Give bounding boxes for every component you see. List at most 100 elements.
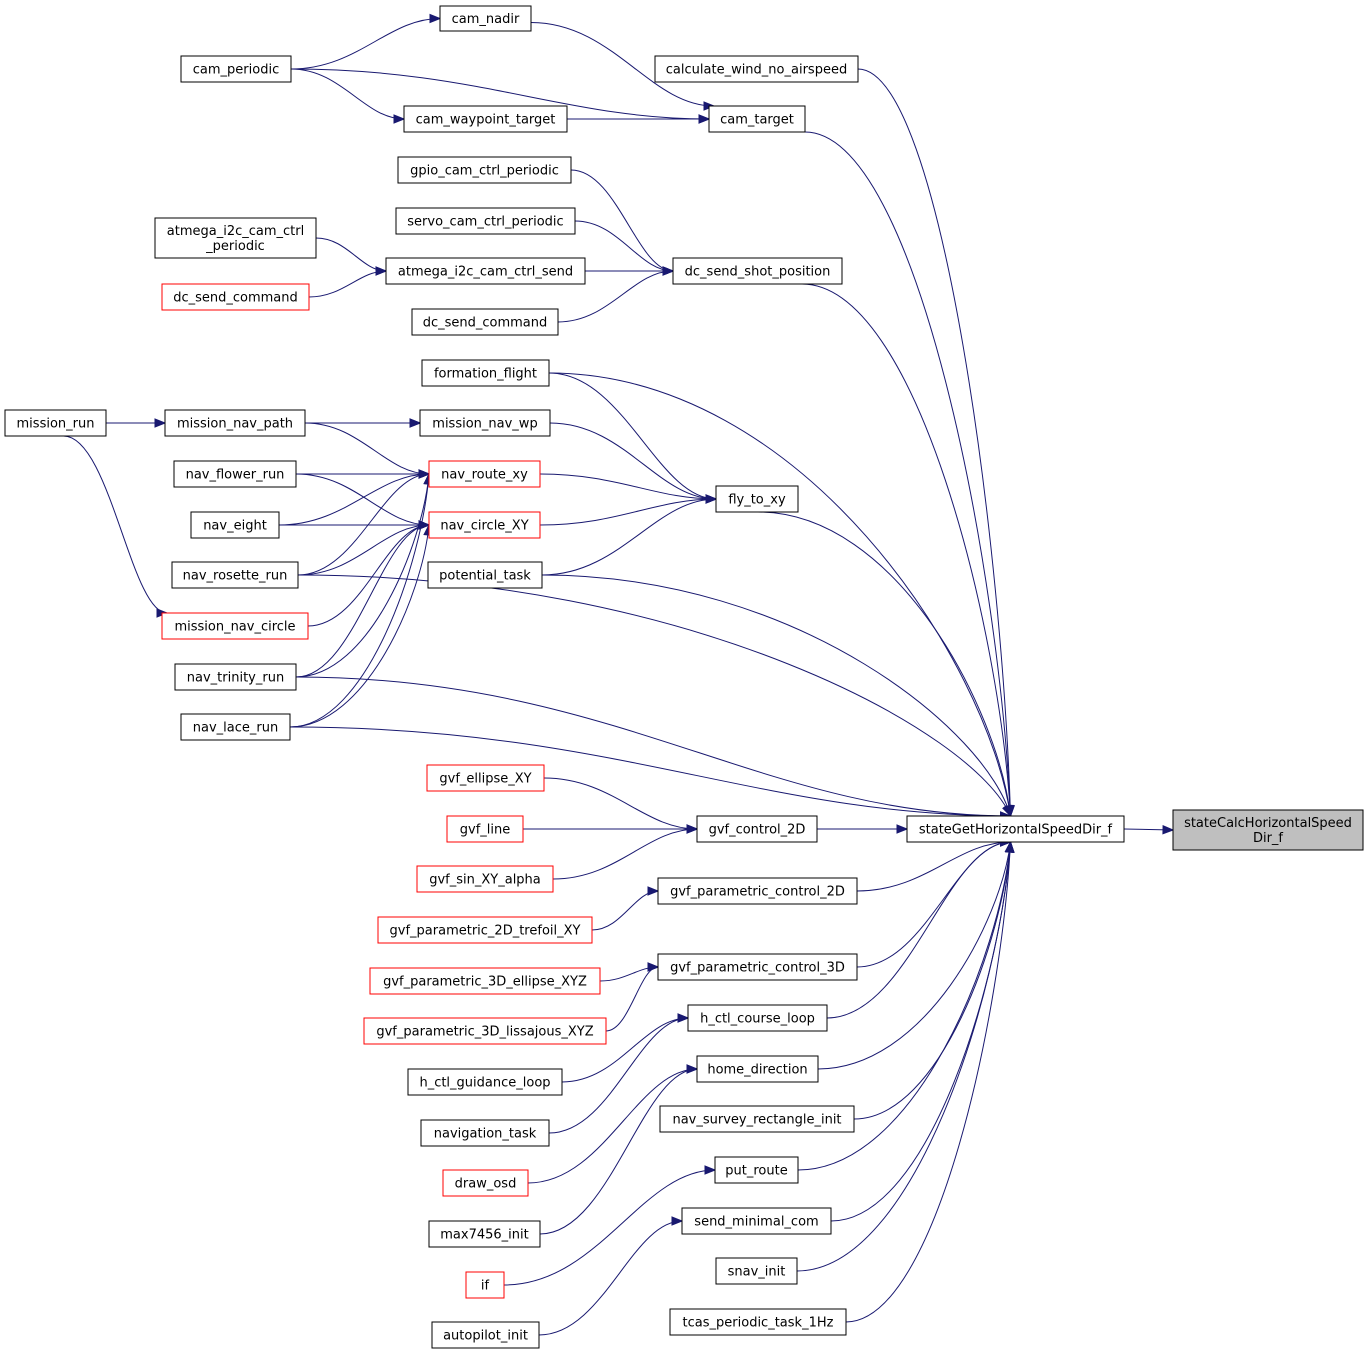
edge-line xyxy=(804,131,1011,817)
node-box xyxy=(669,1308,847,1336)
edge-eight-to-circle_xy xyxy=(279,520,431,530)
edge-line xyxy=(591,890,659,931)
node-gell[interactable]: gvf_ellipse_XY xyxy=(426,764,545,792)
node-box xyxy=(190,511,280,539)
node-potential[interactable]: potential_task xyxy=(427,561,543,589)
edge-arrowhead xyxy=(704,1165,717,1175)
node-circle-xy[interactable]: nav_circle_XY xyxy=(428,511,541,539)
node-label: servo_cam_ctrl_periodic xyxy=(407,215,563,230)
node-gsin[interactable]: gvf_sin_XY_alpha xyxy=(416,865,554,893)
edge-dc_cmd-to-dc_shot xyxy=(557,266,675,323)
node-label: gvf_parametric_2D_trefoil_XY xyxy=(390,924,581,939)
node-atm-send[interactable]: atmega_i2c_cam_ctrl_send xyxy=(385,257,586,285)
node-gpio[interactable]: gpio_cam_ctrl_periodic xyxy=(397,156,572,184)
node-servo[interactable]: servo_cam_ctrl_periodic xyxy=(395,207,576,235)
node-osd[interactable]: draw_osd xyxy=(442,1169,529,1197)
node-survey[interactable]: nav_survey_rectangle_init xyxy=(659,1105,855,1133)
node-box xyxy=(428,511,541,539)
node-cam-nadir[interactable]: cam_nadir xyxy=(439,5,532,32)
node-mission-run[interactable]: mission_run xyxy=(4,409,107,437)
node-gline[interactable]: gvf_line xyxy=(446,815,524,843)
node-dc-cmd-r[interactable]: dc_send_command xyxy=(161,283,310,311)
node-mission-wp[interactable]: mission_nav_wp xyxy=(419,409,551,437)
node-rosette[interactable]: nav_rosette_run xyxy=(171,561,299,589)
node-gp2d[interactable]: gvf_parametric_control_2D xyxy=(657,877,858,905)
edge-arrowhead xyxy=(686,824,699,834)
node-cam-target[interactable]: cam_target xyxy=(708,105,806,133)
edge-line xyxy=(538,1220,683,1336)
node-box xyxy=(369,967,601,995)
node-g3lis[interactable]: gvf_parametric_3D_lissajous_XYZ xyxy=(363,1017,607,1045)
node-mcircle[interactable]: mission_nav_circle xyxy=(161,612,309,640)
node-box xyxy=(377,916,593,944)
edge-cam_periodic-to-cam_wp xyxy=(290,68,406,124)
node-dc-cmd[interactable]: dc_send_command xyxy=(411,308,559,336)
node-hcourse[interactable]: h_ctl_course_loop xyxy=(687,1004,828,1032)
edge-lace-to-route_xy xyxy=(289,472,433,728)
edge-rosette-to-route_xy xyxy=(297,469,431,576)
node-eight[interactable]: nav_eight xyxy=(190,511,280,539)
edge-line xyxy=(797,841,1011,1171)
node-label: snav_init xyxy=(728,1265,786,1280)
edge-line xyxy=(530,22,715,107)
node-hguid[interactable]: h_ctl_guidance_loop xyxy=(407,1068,563,1096)
node-navtask[interactable]: navigation_task xyxy=(420,1119,550,1147)
node-put[interactable]: put_route xyxy=(714,1156,799,1184)
node-fly[interactable]: fly_to_xy xyxy=(715,485,799,513)
edge-arrowhead xyxy=(671,1216,684,1226)
node-max[interactable]: max7456_init xyxy=(428,1220,541,1248)
edge-calc_wind-to-sget xyxy=(857,68,1015,818)
node-gtref[interactable]: gvf_parametric_2D_trefoil_XY xyxy=(377,916,593,944)
node-flower[interactable]: nav_flower_run xyxy=(173,460,297,488)
edge-line xyxy=(295,524,430,678)
node-box xyxy=(420,1119,550,1147)
node-box xyxy=(164,409,306,437)
edge-arrowhead xyxy=(375,266,388,276)
node-box xyxy=(397,156,572,184)
edge-survey-to-sget xyxy=(853,840,1015,1120)
node-box xyxy=(659,1105,855,1133)
node-sget[interactable]: stateGetHorizontalSpeedDir_f xyxy=(906,815,1125,843)
node-label: potential_task xyxy=(439,569,531,584)
node-mission-path[interactable]: mission_nav_path xyxy=(164,409,306,437)
node-label: dc_send_shot_position xyxy=(685,265,831,280)
node-sendmin[interactable]: send_minimal_com xyxy=(681,1207,832,1235)
node-trinity[interactable]: nav_trinity_run xyxy=(174,663,297,691)
node-label: atmega_i2c_cam_ctrl_send xyxy=(398,265,573,280)
node-label: gvf_parametric_3D_ellipse_XYZ xyxy=(383,975,587,990)
node-home[interactable]: home_direction xyxy=(696,1055,819,1083)
node-gctl2d[interactable]: gvf_control_2D xyxy=(696,815,818,843)
node-dc-shot[interactable]: dc_send_shot_position xyxy=(672,257,843,285)
node-autopilot[interactable]: autopilot_init xyxy=(431,1321,540,1349)
node-if[interactable]: if xyxy=(465,1271,505,1299)
edge-gp2d-to-sget xyxy=(856,837,1012,892)
node-label: dc_send_command xyxy=(423,316,548,331)
node-snav[interactable]: snav_init xyxy=(715,1257,798,1285)
node-calc-wind[interactable]: calculate_wind_no_airspeed xyxy=(654,55,859,83)
node-box xyxy=(439,5,532,32)
node-label: nav_survey_rectangle_init xyxy=(672,1113,841,1128)
edge-line xyxy=(278,473,430,526)
node-label: cam_waypoint_target xyxy=(416,113,556,128)
node-g3ell[interactable]: gvf_parametric_3D_ellipse_XYZ xyxy=(369,967,601,995)
edge-servo-to-dc_shot xyxy=(574,220,675,276)
node-label: fly_to_xy xyxy=(728,493,786,508)
node-label: cam_nadir xyxy=(452,12,520,27)
edge-formation-to-fly xyxy=(548,372,718,504)
node-gp3d[interactable]: gvf_parametric_control_3D xyxy=(657,953,858,981)
node-lace[interactable]: nav_lace_run xyxy=(180,713,291,741)
node-box xyxy=(161,612,309,640)
node-label: draw_osd xyxy=(455,1177,517,1192)
node-cam-wp[interactable]: cam_waypoint_target xyxy=(403,105,568,133)
node-atm-per[interactable]: atmega_i2c_cam_ctrl_periodic xyxy=(154,217,317,259)
node-cam-periodic[interactable]: cam_periodic xyxy=(180,55,292,83)
node-formation[interactable]: formation_flight xyxy=(421,359,550,387)
edge-gtref-to-gp2d xyxy=(591,886,660,931)
edge-gline-to-gctl2d xyxy=(523,824,699,834)
node-box xyxy=(174,663,297,691)
node-route-xy[interactable]: nav_route_xy xyxy=(428,460,541,488)
edge-line xyxy=(549,422,717,500)
edge-arrowhead xyxy=(429,13,442,24)
node-tcas[interactable]: tcas_periodic_task_1Hz xyxy=(669,1308,847,1336)
